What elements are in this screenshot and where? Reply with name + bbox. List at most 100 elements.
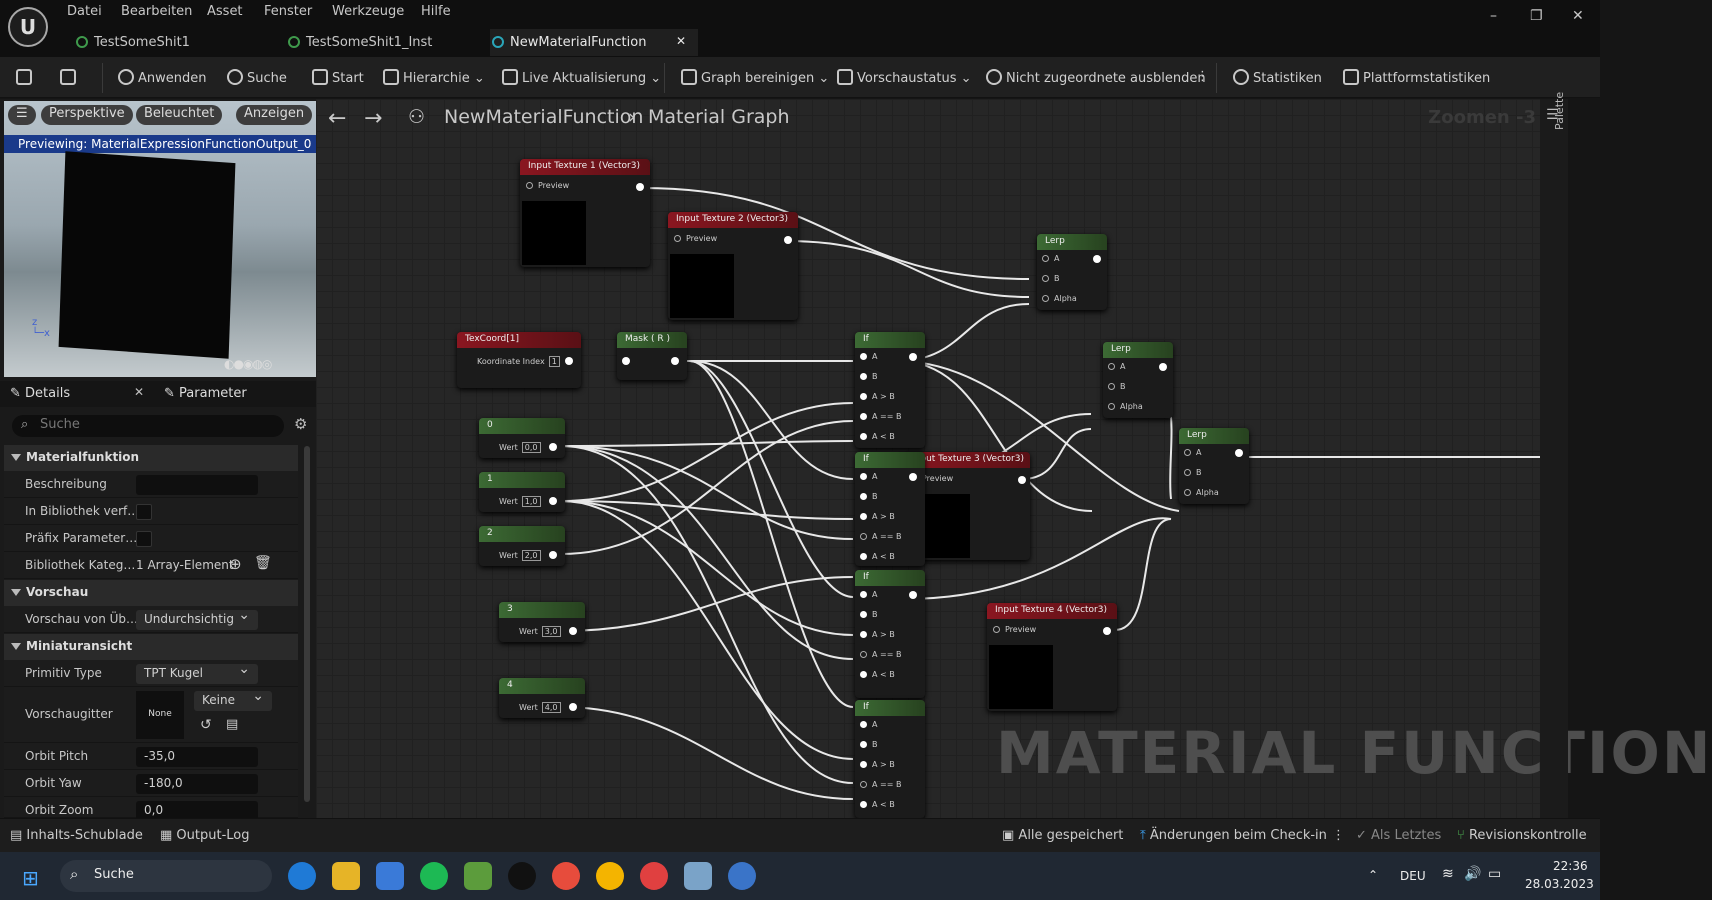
unreal-taskbar-icon[interactable] — [728, 862, 756, 890]
menu-asset[interactable]: Asset — [207, 4, 243, 19]
output-pin[interactable] — [1093, 255, 1101, 263]
pin-alpha[interactable]: Alpha — [1108, 402, 1143, 411]
pin-preview[interactable]: Preview — [993, 625, 1036, 634]
pin-b[interactable]: B — [860, 610, 878, 619]
viewport-menu-icon[interactable]: ☰ — [8, 105, 36, 125]
menu-fenster[interactable]: Fenster — [264, 4, 313, 19]
constant-value[interactable]: 1,0 — [521, 496, 541, 507]
output-pin[interactable] — [909, 591, 917, 599]
node-lerp-2[interactable]: Lerp A B Alpha — [1103, 342, 1173, 418]
wifi-icon[interactable]: ≋ — [1442, 866, 1454, 882]
pin-a-gt-b[interactable]: A > B — [860, 512, 895, 521]
preview-state-button[interactable]: Vorschaustatus ⌄ — [837, 69, 972, 86]
taskbar-search[interactable]: ⌕ Suche — [60, 860, 272, 892]
node-mask-r[interactable]: Mask ( R ) — [617, 332, 687, 380]
pin-a[interactable]: A — [1108, 362, 1125, 371]
clock-time[interactable]: 22:36 — [1553, 859, 1588, 873]
node-if-1[interactable]: If A B A > B A == B A < B — [855, 332, 925, 448]
output-pin[interactable] — [549, 551, 557, 559]
breadcrumb-leaf[interactable]: Material Graph — [648, 106, 790, 128]
primitiv-dropdown[interactable]: TPT Kugel — [136, 661, 258, 684]
tab-newmaterialfunction[interactable]: NewMaterialFunction ✕ — [490, 29, 698, 56]
clock-date[interactable]: 28.03.2023 — [1525, 877, 1594, 891]
graph-hierarchy-icon[interactable]: ⚇ — [408, 106, 426, 128]
delete-icon[interactable]: 🗑 — [254, 555, 272, 571]
unreal-logo[interactable]: U — [8, 7, 48, 47]
live-update-button[interactable]: Live Aktualisierung ⌄ — [502, 69, 661, 86]
browse-icon[interactable] — [60, 69, 80, 86]
spotify-icon[interactable] — [420, 862, 448, 890]
output-pin[interactable] — [549, 443, 557, 451]
node-if-3[interactable]: If A B A > B A == B A < B — [855, 570, 925, 698]
pin-b[interactable]: B — [860, 372, 878, 381]
language-indicator[interactable]: DEU — [1400, 869, 1426, 883]
node-input-texture-4[interactable]: Input Texture 4 (Vector3) Preview — [987, 603, 1117, 711]
checkin-button[interactable]: ⤒ Änderungen beim Check-in — [1140, 828, 1327, 843]
output-pin[interactable] — [1159, 363, 1167, 371]
close-details-icon[interactable]: ✕ — [134, 385, 145, 399]
breadcrumb-root[interactable]: NewMaterialFunction — [444, 106, 644, 128]
search-button[interactable]: Suche — [227, 69, 287, 86]
browse-asset-icon[interactable]: ▤ — [226, 717, 239, 732]
pin-a[interactable]: A — [860, 720, 877, 729]
photos-icon[interactable] — [684, 862, 712, 890]
output-pin[interactable] — [549, 497, 557, 505]
pin-b[interactable]: B — [1042, 274, 1060, 283]
constant-value[interactable]: 4,0 — [541, 702, 561, 713]
pin-a[interactable]: A — [860, 590, 877, 599]
bibliothek-verf-checkbox[interactable] — [136, 504, 152, 520]
pin-a-eq-b[interactable]: A == B — [860, 532, 901, 541]
tab-testsomeshit1-inst[interactable]: TestSomeShit1_Inst — [286, 29, 486, 56]
lit-button[interactable]: Beleuchtet — [136, 105, 223, 125]
pin-b[interactable]: B — [860, 492, 878, 501]
close-tab-icon[interactable]: ✕ — [675, 34, 686, 48]
app-icon[interactable] — [596, 862, 624, 890]
output-pin[interactable] — [784, 236, 792, 244]
vorschaugitter-thumbnail[interactable]: None — [136, 691, 184, 739]
pin-a-lt-b[interactable]: A < B — [860, 670, 895, 679]
output-pin[interactable] — [569, 703, 577, 711]
output-pin[interactable] — [569, 627, 577, 635]
pin-preview[interactable]: Preview — [526, 181, 569, 190]
vorschaugitter-dropdown[interactable]: Keine — [194, 688, 272, 711]
tab-testsomeshit1[interactable]: TestSomeShit1 — [74, 29, 274, 56]
pin-a-gt-b[interactable]: A > B — [860, 630, 895, 639]
pin-b[interactable]: B — [1184, 468, 1202, 477]
menu-hilfe[interactable]: Hilfe — [421, 4, 451, 19]
chrome-profile-icon[interactable] — [640, 862, 668, 890]
file-explorer-icon[interactable] — [332, 862, 360, 890]
pin-a-gt-b[interactable]: A > B — [860, 760, 895, 769]
preview-shape-icons[interactable]: ◐●◉◍◎ — [224, 357, 272, 371]
reset-icon[interactable]: ↺ — [200, 717, 212, 733]
minimize-button[interactable]: – — [1490, 8, 1497, 24]
chrome-icon[interactable] — [552, 862, 580, 890]
pin-a-gt-b[interactable]: A > B — [860, 392, 895, 401]
stats-button[interactable]: Statistiken — [1233, 69, 1322, 86]
section-materialfunktion[interactable]: Materialfunktion — [4, 445, 298, 471]
details-scrollbar[interactable] — [304, 446, 310, 802]
output-pin[interactable] — [909, 473, 917, 481]
node-lerp-1[interactable]: Lerp A B Alpha — [1037, 234, 1107, 310]
pin-a[interactable]: A — [860, 472, 877, 481]
pin-a-lt-b[interactable]: A < B — [860, 800, 895, 809]
koordinate-index-value[interactable]: 1 — [548, 356, 560, 367]
add-element-icon[interactable]: ⊕ — [229, 555, 242, 573]
tiktok-icon[interactable] — [508, 862, 536, 890]
settings-gear-icon[interactable]: ⚙ — [294, 415, 308, 433]
edge-icon[interactable] — [288, 862, 316, 890]
tray-chevron-icon[interactable]: ⌃ — [1368, 868, 1379, 882]
forward-arrow-icon[interactable]: → — [364, 106, 383, 131]
material-graph[interactable]: ← → ⚇ NewMaterialFunction › Material Gra… — [316, 99, 1710, 818]
output-pin[interactable] — [909, 353, 917, 361]
store-icon[interactable] — [376, 862, 404, 890]
more-icon[interactable]: ⋮ — [1332, 828, 1345, 843]
output-log-button[interactable]: ▦ Output-Log — [160, 828, 250, 843]
pin-preview[interactable]: Preview — [674, 234, 717, 243]
